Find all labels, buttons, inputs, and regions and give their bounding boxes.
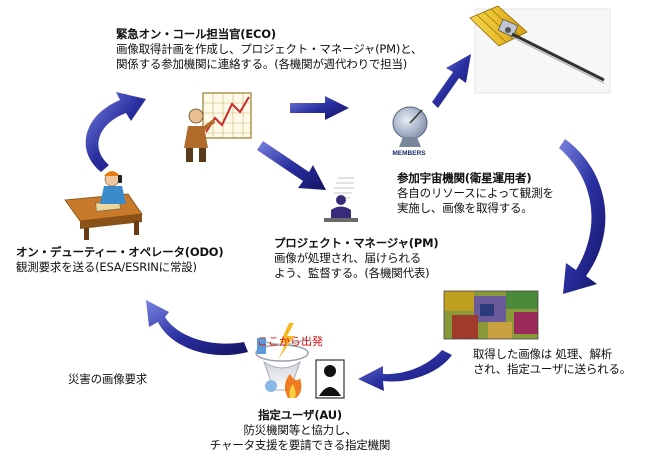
au-title: 指定ユーザ(AU) xyxy=(258,408,342,422)
dish-label: MEMBERS xyxy=(392,150,426,157)
image-line-1: 取得した画像は 処理、解析 xyxy=(473,347,613,361)
agency-line-2: 実施し、画像を取得する。 xyxy=(397,201,533,215)
eco-line-1: 画像取得計画を作成し、プロジェクト・マネージャ(PM)と、 xyxy=(116,42,423,56)
disaster-user-icon: ここから出発 xyxy=(255,323,345,399)
eco-title: 緊急オン・コール担当官(ECO) xyxy=(116,27,276,41)
arrow-image-to-user xyxy=(358,350,452,391)
person-with-chart-icon xyxy=(184,92,252,162)
image-line-2: され、指定ユーザに送られる。 xyxy=(473,362,632,376)
arrow-agency-to-satellite xyxy=(432,54,471,108)
request-text: 災害の画像要求 xyxy=(68,372,147,387)
au-line-2: チャータ支援を要請できる指定機関 xyxy=(209,438,391,452)
image-text: 取得した画像は 処理、解析 され、指定ユーザに送られる。 xyxy=(473,347,631,377)
pm-line-2: よう、監督する。(各機関代表) xyxy=(274,266,430,280)
odo-title: オン・デューティー・オペレータ(ODO) xyxy=(16,245,224,259)
arrow-eco-to-pm xyxy=(257,141,326,190)
satellite-icon xyxy=(469,5,611,94)
agency-title: 参加宇宙機関(衛星運用者) xyxy=(397,171,532,185)
agency-text: 参加宇宙機関(衛星運用者) 各自のリソースによって観測を 実施し、画像を取得する… xyxy=(397,171,554,216)
telephone-operator-icon xyxy=(64,171,143,240)
start-label: ここから出発 xyxy=(257,334,323,348)
request-label: 災害の画像要求 xyxy=(68,372,148,386)
pm-text: プロジェクト・マネージャ(PM) 画像が処理され、届けられる よう、監督する。(… xyxy=(274,236,439,281)
agency-line-1: 各自のリソースによって観測を xyxy=(397,186,554,200)
au-text: 指定ユーザ(AU) 防災機関等と協力し、 チャータ支援を要請できる指定機関 xyxy=(190,408,410,453)
arrow-user-to-odo xyxy=(146,300,248,356)
eco-text: 緊急オン・コール担当官(ECO) 画像取得計画を作成し、プロジェクト・マネージャ… xyxy=(116,27,422,72)
arrow-odo-to-eco xyxy=(85,92,146,172)
odo-line-1: 観測要求を送る(ESA/ESRINに常設) xyxy=(16,260,197,274)
pm-line-1: 画像が処理され、届けられる xyxy=(274,251,422,265)
arrow-satellite-to-image xyxy=(559,139,606,294)
computer-user-icon xyxy=(324,177,358,222)
satellite-image-icon xyxy=(443,290,539,340)
eco-line-2: 関係する参加機関に連絡する。(各機関が週代わりで担当) xyxy=(116,57,408,71)
au-line-1: 防災機関等と協力し、 xyxy=(243,423,357,437)
satellite-dish-icon: MEMBERS xyxy=(392,106,428,157)
arrow-eco-to-agency xyxy=(290,96,349,120)
odo-text: オン・デューティー・オペレータ(ODO) 観測要求を送る(ESA/ESRINに常… xyxy=(16,245,224,275)
pm-title: プロジェクト・マネージャ(PM) xyxy=(274,236,439,250)
